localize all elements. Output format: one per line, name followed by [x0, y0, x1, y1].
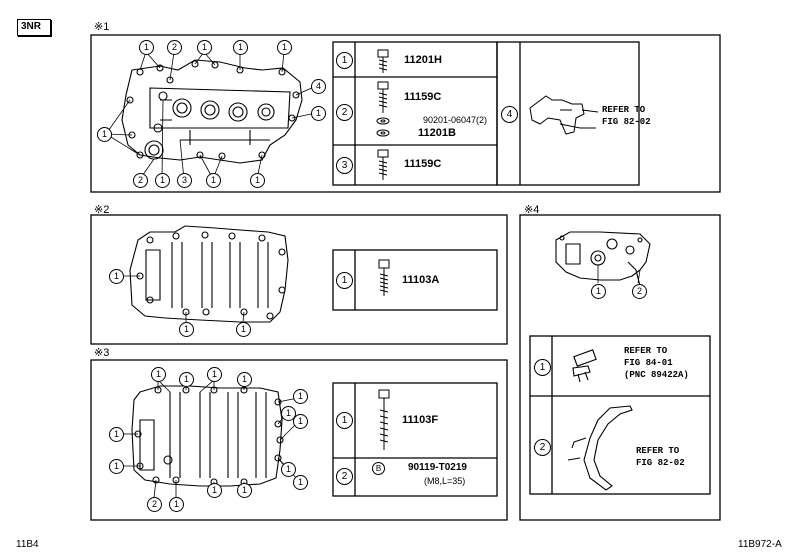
callout-1: 1 — [206, 173, 221, 188]
panel-1-frame — [90, 34, 721, 193]
page-code: 11B4 — [16, 539, 39, 550]
row-index-2: 2 — [534, 439, 551, 456]
callout-1: 1 — [293, 475, 308, 490]
bolt-11103f — [378, 389, 390, 450]
row-index-1: 1 — [336, 272, 353, 289]
head-detail-drawing-4 — [555, 231, 651, 287]
sensor-drawing — [572, 349, 597, 383]
panel-3-table — [332, 382, 498, 497]
callout-1: 1 — [233, 40, 248, 55]
row-index-1: 1 — [336, 412, 353, 429]
panel-2-table — [332, 249, 498, 311]
row-index-4: 4 — [501, 106, 518, 123]
callout-1: 1 — [97, 127, 112, 142]
part-11159c: 11159C — [404, 91, 442, 103]
callout-1: 1 — [207, 367, 222, 382]
bracket-ref-drawing — [529, 95, 599, 135]
refer-to-label: REFER TO — [624, 346, 668, 356]
panel-3-frame — [90, 359, 508, 521]
callout-1: 1 — [237, 372, 252, 387]
row-index-3: 3 — [336, 157, 353, 174]
cylinder-head-drawing-2 — [129, 225, 289, 323]
engine-code-badge: 3NR — [17, 19, 51, 36]
callout-4: 4 — [311, 79, 326, 94]
part-11201b: 11201B — [418, 127, 456, 139]
group-label-3: ※3 — [94, 347, 110, 359]
washer-11201b — [376, 129, 390, 137]
group-label-2: ※2 — [94, 204, 110, 216]
engine-code-text: 3NR — [21, 21, 42, 32]
panel-1-ref-box — [496, 41, 640, 186]
refer-fig-label: FIG 82-02 — [602, 117, 651, 127]
part-90201-06047: 90201-06047(2) — [423, 115, 488, 125]
callout-1: 1 — [207, 483, 222, 498]
callout-1: 1 — [139, 40, 154, 55]
callout-1: 1 — [236, 322, 251, 337]
row-index-1: 1 — [534, 359, 551, 376]
row-index-2: 2 — [336, 468, 353, 485]
callout-2: 2 — [167, 40, 182, 55]
panel-2-frame — [90, 214, 508, 345]
cover-drawing-1 — [121, 59, 303, 164]
callout-3: 3 — [177, 173, 192, 188]
bolt-spec: (M8,L=35) — [424, 476, 466, 486]
fastener-marker-b: B — [372, 462, 385, 475]
callout-2: 2 — [632, 284, 647, 299]
callout-1: 1 — [277, 40, 292, 55]
callout-1: 1 — [293, 389, 308, 404]
callout-1: 1 — [179, 322, 194, 337]
harness-drawing — [567, 405, 633, 491]
part-11103f: 11103F — [402, 414, 439, 426]
panel-4-frame — [519, 214, 721, 521]
callout-1: 1 — [109, 269, 124, 284]
cylinder-head-drawing-3 — [131, 385, 284, 487]
callout-1: 1 — [109, 459, 124, 474]
refer-to-label: REFER TO — [602, 105, 646, 115]
washer-90201 — [376, 117, 390, 125]
part-11201h: 11201H — [404, 54, 442, 66]
group-label-1: ※1 — [94, 21, 110, 33]
callout-1: 1 — [197, 40, 212, 55]
refer-fig-label: FIG 84-01 — [624, 358, 673, 368]
refer-fig-label: FIG 82-02 — [636, 458, 685, 468]
callout-2: 2 — [147, 497, 162, 512]
refer-to-label: REFER TO — [636, 446, 680, 456]
callout-1: 1 — [151, 367, 166, 382]
bolt-11103a — [378, 259, 390, 296]
callout-1: 1 — [591, 284, 606, 299]
callout-1: 1 — [179, 372, 194, 387]
part-11103a: 11103A — [402, 274, 440, 286]
callout-1: 1 — [281, 406, 296, 421]
bolt-11159c-a — [377, 81, 389, 113]
callout-1: 1 — [311, 106, 326, 121]
row-index-1: 1 — [336, 52, 353, 69]
callout-2: 2 — [133, 173, 148, 188]
bolt-11159c-b — [377, 149, 389, 180]
bolt-11201h — [377, 49, 389, 73]
panel-4-table — [529, 335, 711, 495]
callout-1: 1 — [250, 173, 265, 188]
callout-1: 1 — [281, 462, 296, 477]
row-index-2: 2 — [336, 104, 353, 121]
part-11159c-b: 11159C — [404, 158, 442, 170]
refer-pnc-label: (PNC 89422A) — [624, 370, 689, 380]
figure-code: 11B972-A — [738, 539, 782, 550]
callout-1: 1 — [293, 414, 308, 429]
callout-1: 1 — [169, 497, 184, 512]
callout-1: 1 — [109, 427, 124, 442]
callout-1: 1 — [237, 483, 252, 498]
callout-1: 1 — [155, 173, 170, 188]
part-90119-t0219: 90119-T0219 — [408, 462, 467, 473]
group-label-4: ※4 — [524, 204, 540, 216]
